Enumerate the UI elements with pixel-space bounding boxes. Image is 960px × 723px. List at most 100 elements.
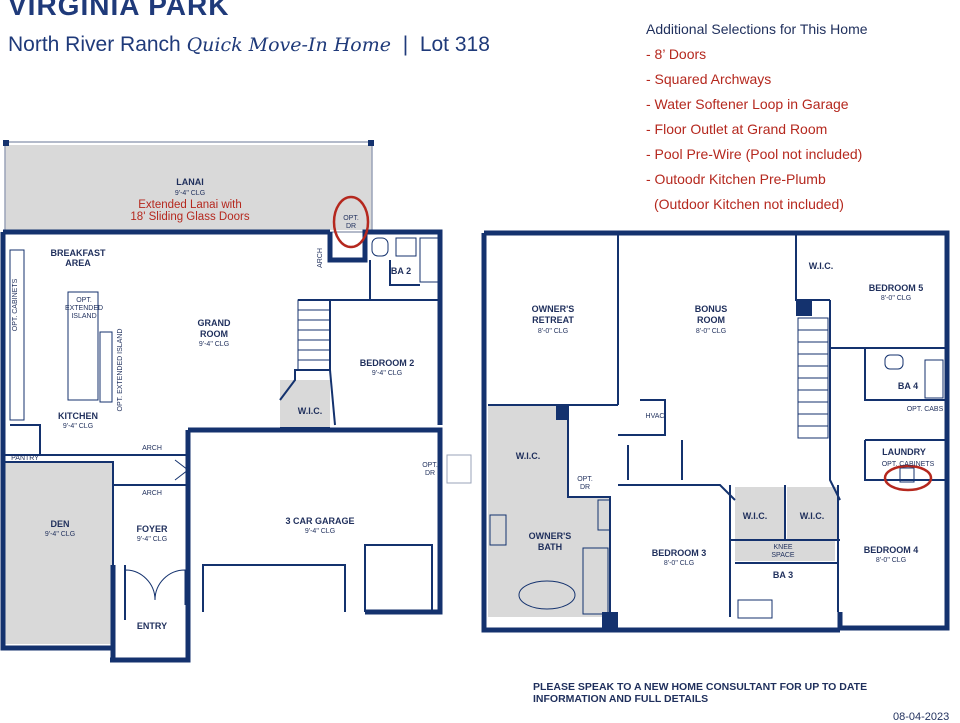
wic-area	[280, 380, 330, 428]
opt-cabs-label: OPT. CABS	[907, 406, 944, 413]
owners-retreat-clg: 8'-0" CLG	[538, 328, 568, 335]
grand-room-label-2: ROOM	[200, 329, 228, 339]
owners-shower	[582, 547, 609, 615]
bathtub	[518, 580, 576, 610]
garage-opt-dr-label-1: OPT.	[422, 462, 438, 469]
selection-item: - Squared Archways	[646, 71, 772, 87]
lanai-area	[5, 145, 372, 230]
opt-island-label-1: OPT.	[76, 297, 92, 304]
den-clg: 9'-4" CLG	[45, 531, 75, 538]
plan-subtitle: North River Ranch Quick Move-In Home | L…	[8, 33, 490, 57]
lot-number: Lot 318	[419, 33, 490, 56]
opt-ext-island-label: OPT. EXTENDED ISLAND	[117, 329, 124, 412]
knee-space-label-2: SPACE	[771, 552, 795, 559]
bonus-room-label-1: BONUS	[695, 304, 728, 314]
selection-item: - Floor Outlet at Grand Room	[646, 121, 828, 137]
bedroom4-label: BEDROOM 4	[864, 545, 919, 555]
den-area	[5, 462, 113, 644]
garage-clg: 9'-4" CLG	[305, 528, 335, 535]
sink	[395, 237, 417, 257]
wic4-label: W.I.C.	[800, 511, 825, 521]
second-floor-exterior-walls	[481, 230, 950, 633]
breakfast-label-1: BREAKFAST	[50, 248, 106, 258]
opt-dr-highlight	[332, 195, 370, 249]
community-name: North River Ranch	[8, 33, 181, 56]
wall-block	[796, 300, 812, 316]
wall-block	[602, 612, 618, 630]
grand-room-clg: 9'-4" CLG	[199, 341, 229, 348]
owners-wic-label: W.I.C.	[516, 451, 541, 461]
first-floor-exterior-walls	[0, 229, 443, 663]
tub-ba4	[924, 359, 944, 399]
vanity	[489, 514, 507, 546]
selection-item: - Pool Pre-Wire (Pool not included)	[646, 146, 863, 162]
bedroom5-clg: 8'-0" CLG	[881, 295, 911, 302]
bedroom4-clg: 8'-0" CLG	[876, 557, 906, 564]
bedroom2-clg: 9'-4" CLG	[372, 370, 402, 377]
laundry-label: LAUNDRY	[882, 447, 926, 457]
laundry-box	[899, 467, 915, 483]
laundry-highlight	[883, 464, 933, 492]
opt-cabinets-label: OPT. CABINETS	[12, 278, 19, 331]
lanai-clg: 9'-4" CLG	[175, 190, 205, 197]
disclaimer-line2: INFORMATION AND FULL DETAILS	[533, 693, 709, 705]
vanity	[597, 499, 611, 531]
second-floor-interior-walls	[488, 233, 947, 617]
den-label: DEN	[50, 519, 69, 529]
home-type: Quick Move-In Home	[186, 34, 392, 56]
garage-opt-door	[446, 454, 472, 484]
grand-room-label-1: GRAND	[198, 318, 231, 328]
arch-label: ARCH	[142, 490, 162, 497]
tub-ba3	[737, 599, 773, 619]
wic3-area	[735, 487, 785, 539]
ba2-label: BA 2	[391, 266, 411, 276]
disclaimer: PLEASE SPEAK TO A NEW HOME CONSULTANT FO…	[533, 681, 953, 705]
bedroom2-label: BEDROOM 2	[360, 358, 415, 368]
plan-title: VIRGINIA PARK	[8, 0, 230, 21]
opt-dr-label-1: OPT.	[577, 476, 593, 483]
first-floor-stairs	[297, 299, 331, 371]
bonus-room-label-2: ROOM	[697, 315, 725, 325]
opt-island-label-2: EXTENDED	[65, 305, 103, 312]
opt-dr-label-2: DR	[580, 484, 590, 491]
owners-wic-area	[488, 405, 568, 497]
toilet	[371, 237, 389, 257]
subtitle-separator: |	[402, 33, 409, 56]
wic3-label: W.I.C.	[743, 511, 768, 521]
selection-item: - Water Softener Loop in Garage	[646, 96, 849, 112]
disclaimer-line1: PLEASE SPEAK TO A NEW HOME CONSULTANT FO…	[533, 681, 868, 693]
kitchen-clg: 9'-4" CLG	[63, 423, 93, 430]
entry-label: ENTRY	[137, 621, 167, 631]
extended-island	[99, 331, 113, 403]
opt-cabinets	[9, 249, 25, 421]
garage-label: 3 CAR GARAGE	[285, 516, 354, 526]
opt-island-label-3: ISLAND	[71, 313, 96, 320]
foyer-label: FOYER	[136, 524, 168, 534]
second-floor-stairs	[797, 317, 829, 439]
bonus-room-clg: 8'-0" CLG	[696, 328, 726, 335]
first-floor-plan: LANAI 9'-4" CLG Extended Lanai with 18' …	[0, 140, 472, 663]
shower	[419, 237, 439, 283]
selection-item: - 8’ Doors	[646, 46, 707, 62]
lanai-post	[3, 140, 9, 146]
lanai-post	[368, 140, 374, 146]
laundry-opt-cabinets: OPT. CABINETS	[882, 461, 935, 468]
arch-label: ARCH	[142, 445, 162, 452]
garage-door-swing	[174, 459, 189, 481]
lanai-note-line2: 18' Sliding Glass Doors	[130, 211, 249, 223]
wic-label: W.I.C.	[809, 261, 834, 271]
kitchen-island	[67, 291, 99, 401]
arch-label: ARCH	[317, 248, 324, 268]
toilet-ba4	[884, 354, 904, 370]
knee-space-label-1: KNEE	[773, 544, 792, 551]
bedroom3-label: BEDROOM 3	[652, 548, 707, 558]
selection-item: - Outoodr Kitchen Pre-Plumb	[646, 171, 826, 187]
foyer-clg: 9'-4" CLG	[137, 536, 167, 543]
plan-date: 08-04-2023	[893, 711, 950, 723]
entry-doors	[124, 569, 186, 605]
owners-retreat-label-1: OWNER'S	[532, 304, 575, 314]
opt-dr-label-2: DR	[346, 223, 356, 230]
breakfast-label-2: AREA	[65, 258, 91, 268]
wic4-area	[787, 487, 837, 539]
